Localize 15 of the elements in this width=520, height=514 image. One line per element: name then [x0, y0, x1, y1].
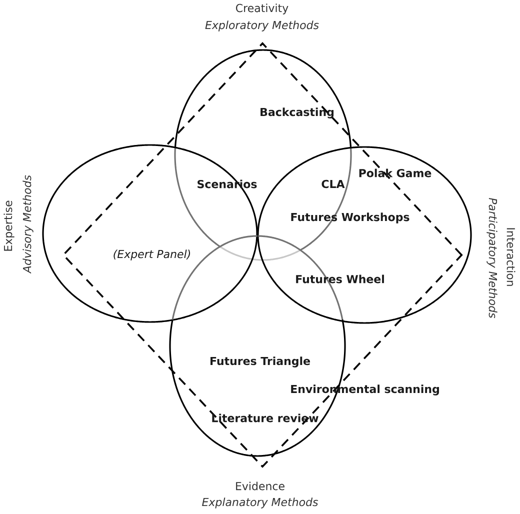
- method-label: (Expert Panel): [114, 250, 190, 260]
- subheading: Exploratory Methods: [205, 20, 319, 32]
- method-label: CLA: [322, 180, 345, 188]
- heading: Evidence: [236, 482, 284, 490]
- method-label: Literature review: [212, 414, 318, 422]
- dashed-diamond: [62, 42, 463, 468]
- subheading: Advisory Methods: [22, 175, 34, 274]
- method-label: Futures Triangle: [210, 356, 310, 368]
- method-label: Polak Game: [359, 168, 432, 178]
- method-label: Backcasting: [260, 108, 334, 118]
- subheading: Explanatory Methods: [202, 498, 318, 508]
- heading: Interaction: [506, 228, 516, 286]
- heading: Creativity: [236, 4, 288, 14]
- subheading: Participatory Methods: [486, 198, 498, 318]
- heading: Expertise: [4, 200, 14, 251]
